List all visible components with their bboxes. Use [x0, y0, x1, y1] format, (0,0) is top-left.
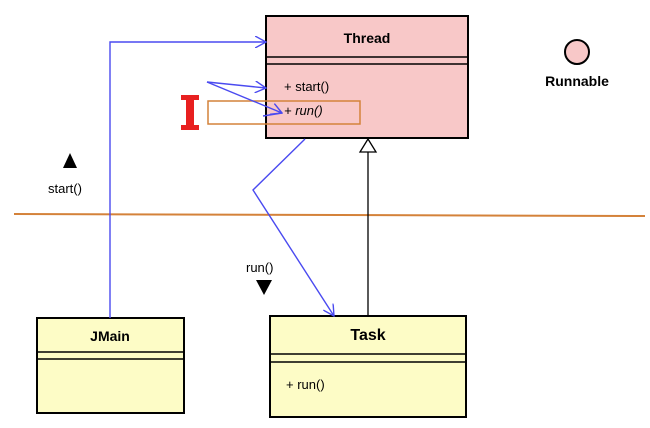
start-to-run-flow-b — [206, 81, 282, 113]
run-highlight-box — [207, 100, 361, 125]
thread-run-method: + run() — [284, 103, 323, 118]
run-annotation-label: run() — [246, 260, 273, 275]
task-run-method: + run() — [286, 377, 325, 392]
start-to-run-flow-a — [206, 82, 266, 88]
runnable-interface-name: Runnable — [545, 73, 609, 89]
start-call-flow — [109, 42, 266, 318]
down-triangle-icon — [256, 280, 272, 295]
thread-class-name: Thread — [344, 30, 391, 46]
instruction-pointer-marker — [181, 95, 199, 130]
runnable-interface-circle — [564, 39, 590, 65]
task-class-name: Task — [350, 327, 385, 344]
inheritance-arrow — [358, 137, 378, 316]
run-call-flow — [252, 138, 334, 316]
start-to-run-flow-c — [262, 112, 283, 117]
thread-start-method: + start() — [284, 79, 329, 94]
start-annotation: start() — [48, 153, 82, 196]
separator-line — [13, 213, 646, 217]
run-annotation: run() — [246, 260, 273, 295]
runnable-interface[interactable]: Runnable — [545, 39, 609, 89]
jmain-class[interactable]: JMain — [36, 317, 185, 414]
thread-class[interactable]: Thread + start() + run() — [265, 15, 469, 139]
start-annotation-label: start() — [48, 181, 82, 196]
task-class[interactable]: Task + run() — [269, 315, 467, 418]
jmain-class-name: JMain — [90, 328, 130, 344]
up-triangle-icon — [63, 153, 77, 168]
